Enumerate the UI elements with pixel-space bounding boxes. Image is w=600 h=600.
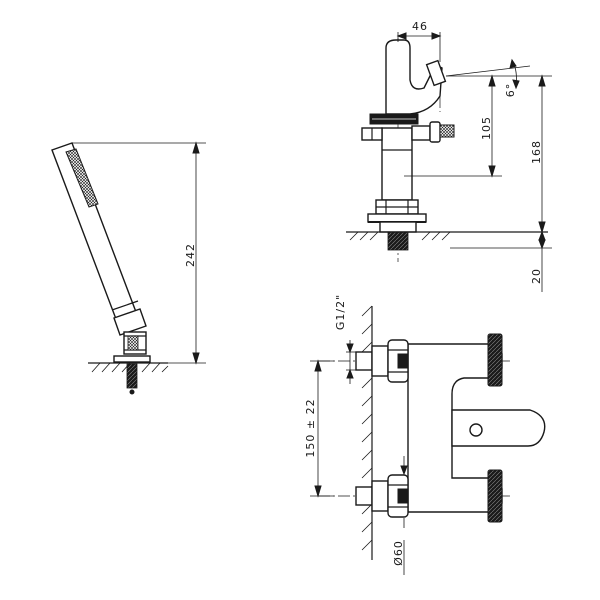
dimension-label-46: 46	[412, 20, 428, 33]
dimension-105: 105	[404, 74, 502, 178]
dimension-20: 20	[450, 230, 552, 292]
fixing-screw	[126, 363, 138, 389]
dimension-label-105: 105	[480, 116, 493, 140]
spout-side-view: 46 6° 105 168	[346, 20, 552, 292]
dimension-150: 150 ± 22	[304, 359, 334, 498]
dimension-diameter: Ø60	[392, 456, 408, 575]
dimension-angle: 6°	[445, 58, 531, 98]
dimension-label-150: 150 ± 22	[304, 398, 317, 457]
dimension-label-diameter: Ø60	[392, 540, 405, 566]
hand-shower-view: 242	[51, 141, 206, 395]
spout-outlet	[469, 423, 483, 437]
upper-eccentric	[355, 339, 409, 383]
lower-eccentric	[355, 474, 409, 518]
lower-handle	[487, 469, 503, 523]
wall-mixer-view: G1/2" 150 ± 22 Ø60	[304, 294, 546, 575]
hose-connector	[439, 124, 455, 138]
dimension-label-168: 168	[530, 140, 543, 164]
dimension-thread: G1/2"	[334, 294, 356, 384]
spout-column	[381, 127, 413, 201]
dimension-label-angle: 6°	[504, 83, 517, 98]
dimension-label-thread: G1/2"	[334, 294, 347, 330]
dimension-label-242: 242	[184, 243, 197, 267]
hand-shower-head	[65, 148, 99, 208]
dimension-242: 242	[72, 141, 206, 365]
hand-shower-body	[51, 142, 137, 320]
upper-handle	[487, 333, 503, 387]
dimension-46: 46	[396, 20, 442, 62]
dimension-label-20: 20	[530, 268, 543, 284]
mixer-spout	[451, 409, 546, 447]
curved-spout	[385, 39, 443, 115]
dimension-168: 168	[530, 74, 552, 234]
